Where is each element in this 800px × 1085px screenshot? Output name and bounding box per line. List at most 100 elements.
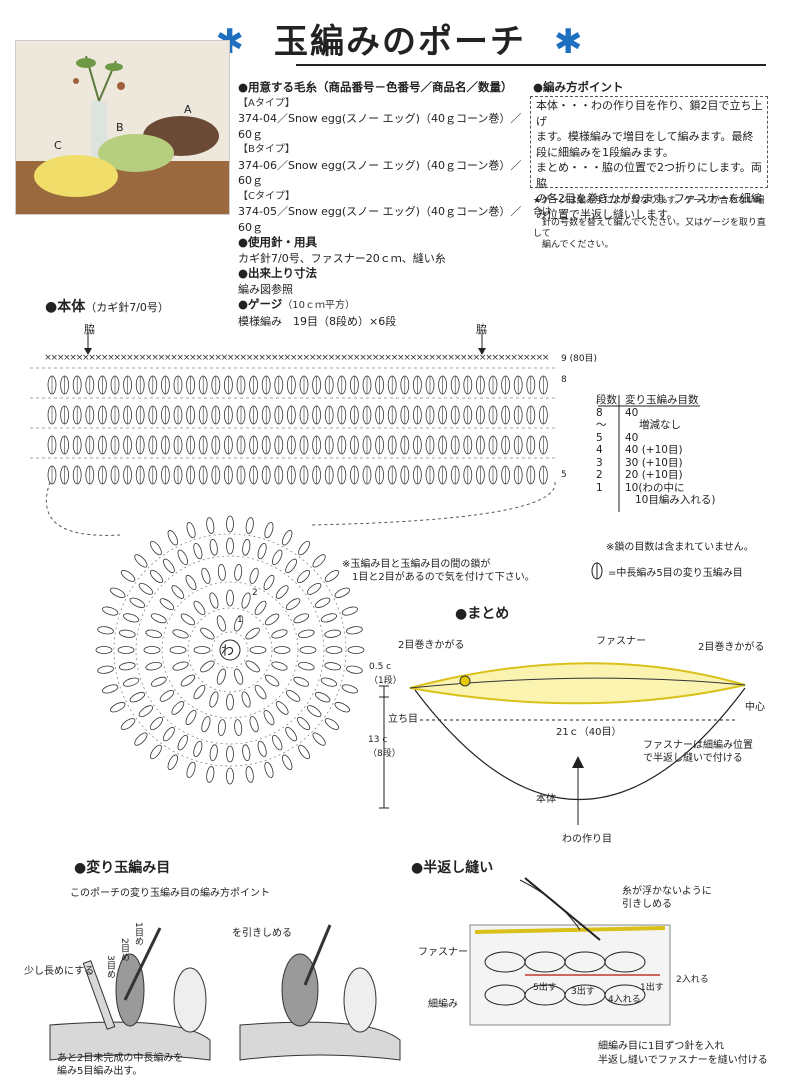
svg-text:×: × (258, 353, 266, 363)
table-cell: 40 (625, 431, 639, 444)
svg-text:×: × (403, 353, 411, 363)
row-5-label: 5 (561, 470, 567, 480)
svg-text:×: × (265, 353, 273, 363)
svg-text:×: × (202, 353, 210, 363)
photo-label-b: B (116, 121, 124, 134)
svg-text:×: × (139, 353, 147, 363)
note-line: 半返し縫いでファスナーを縫い付ける (598, 1055, 768, 1066)
svg-text:×: × (536, 353, 544, 363)
type-b-label: 【Bタイプ】 (238, 144, 295, 155)
stitch-1-label: 1目め (133, 922, 143, 946)
svg-text:×: × (240, 353, 248, 363)
backstitch-heading: ●半返し縫い (411, 860, 494, 876)
svg-text:×: × (208, 353, 216, 363)
backstitch-tip: 糸が浮かないように 引きしめる (622, 885, 712, 911)
svg-text:×: × (309, 353, 317, 363)
svg-text:×: × (284, 353, 292, 363)
table-cell: ～ (596, 419, 607, 431)
svg-text:×: × (328, 353, 336, 363)
svg-text:×: × (170, 353, 178, 363)
table-row: 5 40 (592, 432, 719, 445)
point-text: 本体・・・わの作り目を作り、鎖2目で立ち上げ ます。模様編みで増目をして編みます… (536, 98, 766, 222)
point-line: ます。模様編みで増目をして編みます。最終 (536, 130, 754, 143)
svg-text:×: × (107, 353, 115, 363)
type-a-label: 【Aタイプ】 (238, 97, 295, 109)
bs-in4: 4入れる (608, 995, 641, 1005)
table-cell: 20 (+10目) (625, 469, 683, 481)
table-cell: 10(わの中に (625, 481, 685, 494)
note-line: あと2目未完成の中長編みを (57, 1053, 184, 1064)
center-label: 中心 (745, 702, 765, 713)
point-box (530, 96, 768, 188)
table-cell: 2 (596, 469, 603, 481)
standup-label: 立ち目 (388, 714, 418, 725)
tools-heading: ●使用針・用具 (238, 235, 318, 249)
bs-out3: 3出す (571, 987, 595, 997)
svg-text:×: × (227, 353, 235, 363)
bs-in2: 2入れる (676, 975, 709, 985)
table-cell: 1 (596, 481, 603, 494)
table-cell: 5 (596, 431, 603, 444)
svg-text:×: × (177, 353, 185, 363)
table-cell: 10目編み入れる) (635, 494, 716, 506)
width-label: 21ｃ（40目） (556, 727, 622, 738)
svg-text:×: × (435, 353, 443, 363)
note-line: 針の号数を替えて編んでください。又はゲージを取り直して (533, 218, 766, 239)
ring-center-label: わ (221, 644, 235, 659)
svg-text:×: × (69, 353, 77, 363)
stitch-2-label: 2目め (119, 938, 129, 962)
svg-text:×: × (63, 353, 71, 363)
gauge-note: ★ゲージは編み手により異なります。ゲージが合わない場合は 針の号数を替えて編んで… (533, 196, 769, 251)
dim-height: 13 c (368, 735, 388, 745)
table-row: 10目編み入れる) (592, 494, 719, 507)
svg-text:×: × (353, 353, 361, 363)
svg-text:×: × (378, 353, 386, 363)
title-text: 玉編みのポーチ (274, 22, 526, 62)
svg-text:×: × (347, 353, 355, 363)
svg-text:×: × (132, 353, 140, 363)
svg-text:×: × (340, 353, 348, 363)
backstitch-bottom-note: 細編み目に1目ずつ針を入れ 半返し縫いでファスナーを縫い付ける (598, 1040, 768, 1068)
svg-text:×: × (233, 353, 241, 363)
photo-label-c: C (54, 139, 62, 152)
chain-caution-note: ※玉編み目と玉編み目の間の鎖が 1目と2目があるので気を付けて下さい。 (342, 558, 535, 584)
gauge-sub: （10ｃｍ平方） (282, 300, 356, 311)
ring-label-2: 2 (252, 588, 258, 598)
svg-text:×: × (529, 353, 537, 363)
svg-text:×: × (517, 353, 525, 363)
point-heading: ●編み方ポイント (533, 80, 624, 94)
body-label: 本体 (536, 794, 556, 805)
bs-out5: 5出す (533, 983, 557, 993)
type-c-label: 【Cタイプ】 (238, 190, 295, 202)
svg-text:×: × (290, 353, 298, 363)
svg-text:×: × (366, 353, 374, 363)
note-line: で半返し縫いで付ける (643, 753, 743, 764)
svg-text:×: × (158, 353, 166, 363)
zipper-note: ファスナーは細編み位置 で半返し縫いで付ける (643, 739, 753, 765)
svg-text:×: × (523, 353, 531, 363)
table-row: 2 20 (+10目) (592, 469, 719, 482)
bobble-heading: ●変り玉編み目 (74, 860, 171, 876)
svg-text:×: × (510, 353, 518, 363)
title-underline (296, 64, 766, 66)
svg-text:×: × (315, 353, 323, 363)
svg-text:×: × (277, 353, 285, 363)
gauge-heading: ●ゲージ (238, 297, 283, 311)
svg-text:×: × (44, 353, 52, 363)
svg-text:×: × (221, 353, 229, 363)
svg-text:×: × (397, 353, 405, 363)
bobble-bottom-note: あと2目未完成の中長編みを 編み5目編み出す。 (57, 1052, 183, 1078)
svg-text:×: × (51, 353, 59, 363)
table-cell (592, 494, 621, 507)
row-8-label: 8 (561, 375, 567, 385)
svg-text:×: × (492, 353, 500, 363)
svg-text:×: × (101, 353, 109, 363)
longer-label: 少し長めにする (24, 966, 95, 977)
table-cell: 3 (596, 456, 603, 469)
dim-small: 0.5 c (369, 662, 392, 672)
body-heading-text: ●本体 (45, 299, 86, 315)
svg-text:×: × (466, 353, 474, 363)
